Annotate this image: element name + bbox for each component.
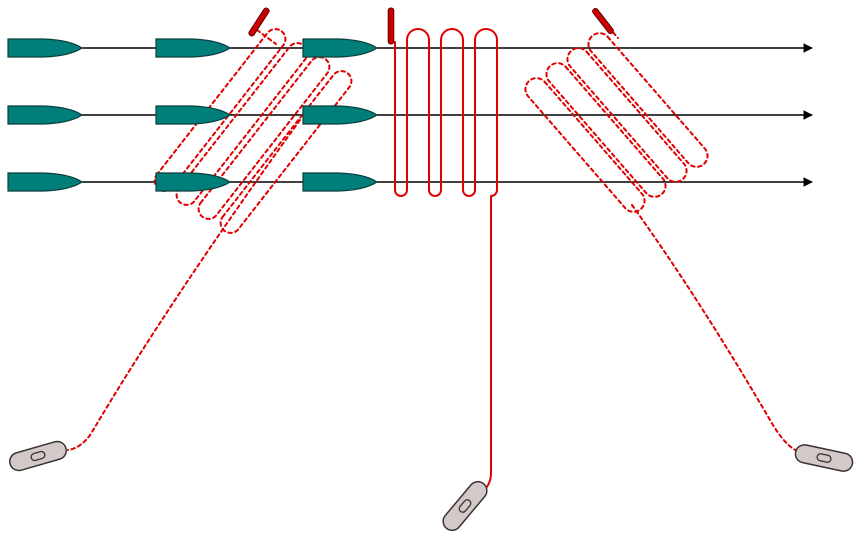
buoy-row2-col3 bbox=[302, 105, 379, 125]
right-loop-2 bbox=[545, 62, 667, 198]
right-tail bbox=[631, 204, 801, 453]
right-loop-1 bbox=[524, 77, 646, 213]
anchors-group bbox=[9, 440, 854, 532]
left-tail bbox=[67, 119, 301, 451]
left-connector bbox=[256, 29, 277, 45]
buoy-row3-col2 bbox=[155, 172, 232, 192]
serpentine-path bbox=[394, 28, 498, 491]
buoy-row1-col3 bbox=[302, 38, 379, 58]
buoy-row1-col2 bbox=[155, 38, 232, 58]
right-loop-4 bbox=[587, 32, 709, 168]
marker-right bbox=[592, 7, 614, 35]
anchor-left bbox=[9, 440, 67, 472]
anchor-right bbox=[794, 444, 854, 472]
right-loop-3 bbox=[566, 47, 688, 183]
markers-group bbox=[248, 7, 614, 45]
left-loop-4 bbox=[219, 70, 353, 234]
buoy-row1-col1 bbox=[7, 38, 84, 58]
buoy-row2-col2 bbox=[155, 105, 232, 125]
marker-center bbox=[387, 7, 395, 45]
right-diagonal-line bbox=[524, 21, 801, 453]
buoy-row3-col1 bbox=[7, 172, 84, 192]
center-serpentine-line bbox=[394, 28, 498, 491]
buoy-row2-col1 bbox=[7, 105, 84, 125]
marker-left bbox=[248, 7, 270, 37]
buoys-group bbox=[7, 38, 379, 192]
buoy-row3-col3 bbox=[302, 172, 379, 192]
anchor-center bbox=[442, 480, 488, 532]
left-loop-3 bbox=[197, 56, 331, 220]
